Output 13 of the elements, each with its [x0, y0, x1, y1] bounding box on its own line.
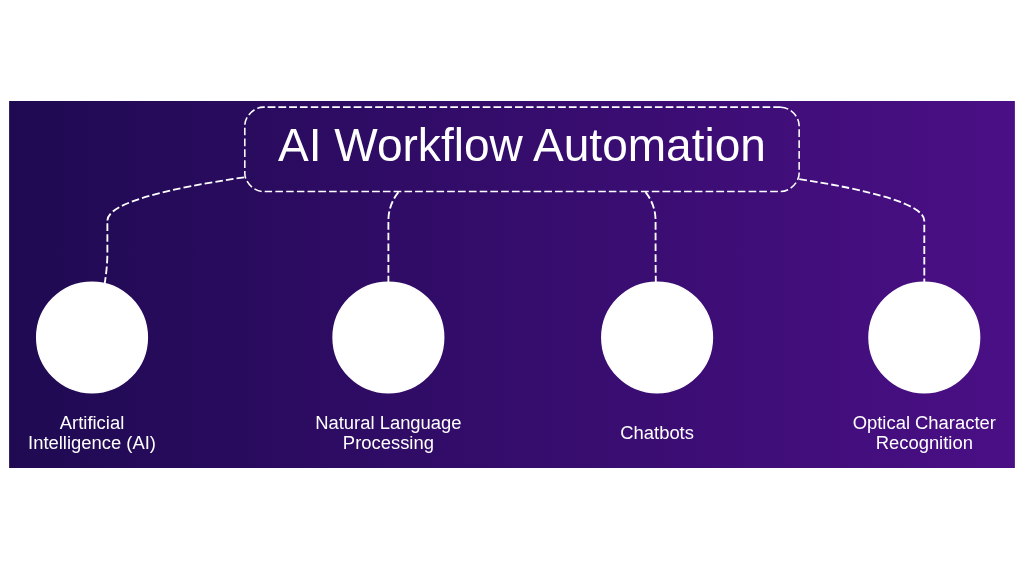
node-label: Artificial Intelligence (AI) [28, 412, 156, 453]
node-circle [601, 281, 714, 394]
connector [644, 191, 657, 283]
node-label: Optical Character Recognition [852, 412, 996, 453]
node-box: AI Workflow Automation [244, 106, 800, 193]
node-circle [868, 281, 981, 394]
node-label: Natural Language Processing [315, 412, 462, 453]
connector [387, 191, 400, 283]
node-circle [332, 281, 445, 394]
node-circle [35, 281, 149, 394]
connector [103, 176, 246, 285]
connector [798, 178, 926, 283]
node-label: Chatbots [620, 421, 694, 443]
